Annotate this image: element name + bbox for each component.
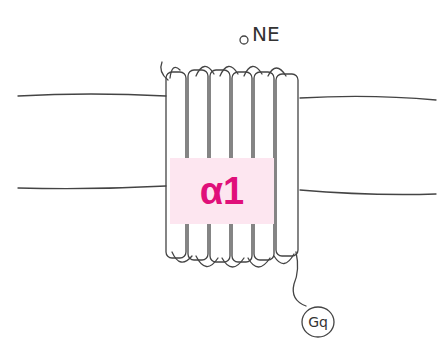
helix-band — [276, 74, 298, 256]
membrane-line — [300, 96, 436, 100]
node-text: Gq — [308, 314, 328, 330]
ligand-symbol — [240, 36, 248, 44]
membrane-line — [18, 94, 166, 96]
membrane-line — [300, 190, 436, 195]
subunit-label-box: α1 — [170, 158, 274, 224]
node-text: α1 — [200, 170, 245, 213]
membrane-line — [18, 186, 166, 189]
g-protein-circle: Gq — [301, 306, 335, 338]
terminal-tail — [293, 252, 306, 306]
ligand-label: NE — [252, 22, 280, 46]
terminal-tail — [161, 62, 168, 80]
